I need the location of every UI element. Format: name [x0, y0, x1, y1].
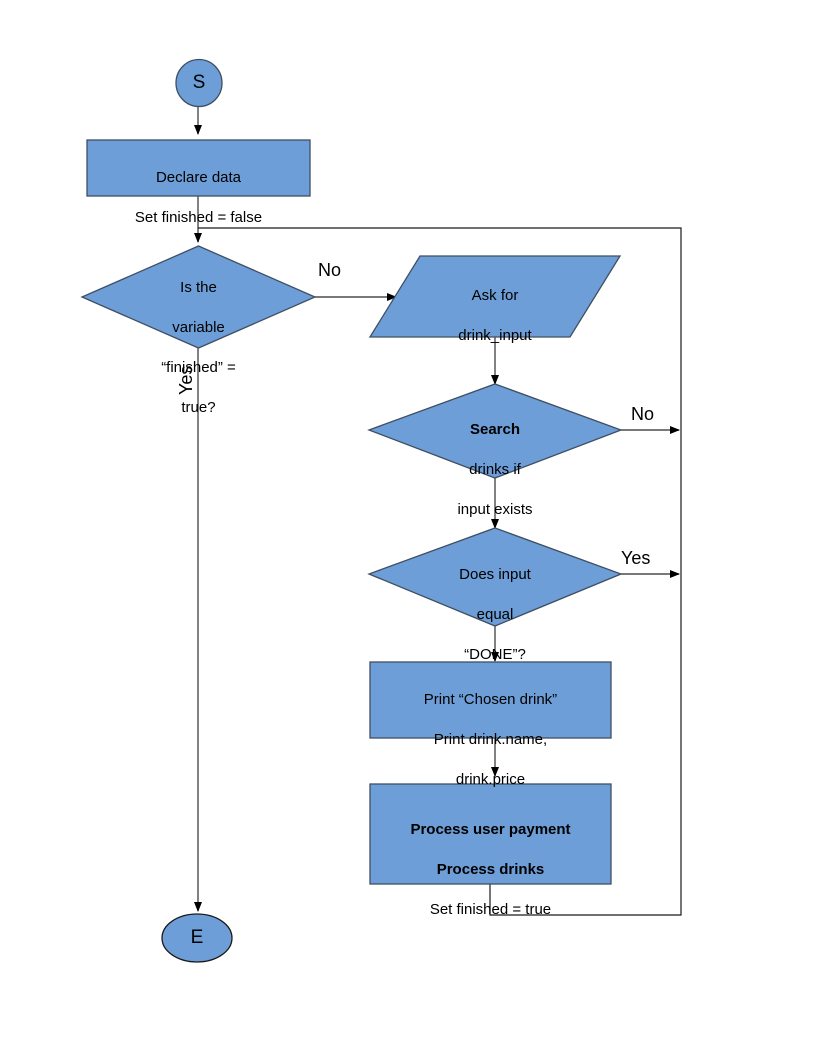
node-ask-drink-input[interactable]	[368, 255, 622, 338]
node-declare-data[interactable]	[86, 139, 311, 197]
node-print-drink[interactable]	[369, 661, 612, 739]
node-finished-check[interactable]	[80, 245, 317, 349]
edge-loop-back-to-finished-check	[198, 227, 682, 916]
node-process-payment[interactable]	[369, 783, 612, 885]
node-start[interactable]	[175, 58, 223, 108]
edge-label-done-yes: Yes	[621, 548, 651, 568]
edge-label-search-no: No	[631, 404, 655, 424]
edge-label-finished-yes: Yes	[176, 365, 196, 395]
node-search-drinks[interactable]	[367, 383, 623, 479]
node-end[interactable]	[161, 913, 233, 963]
edge-label-finished-no: No	[318, 260, 342, 280]
node-done-check[interactable]	[367, 527, 623, 627]
